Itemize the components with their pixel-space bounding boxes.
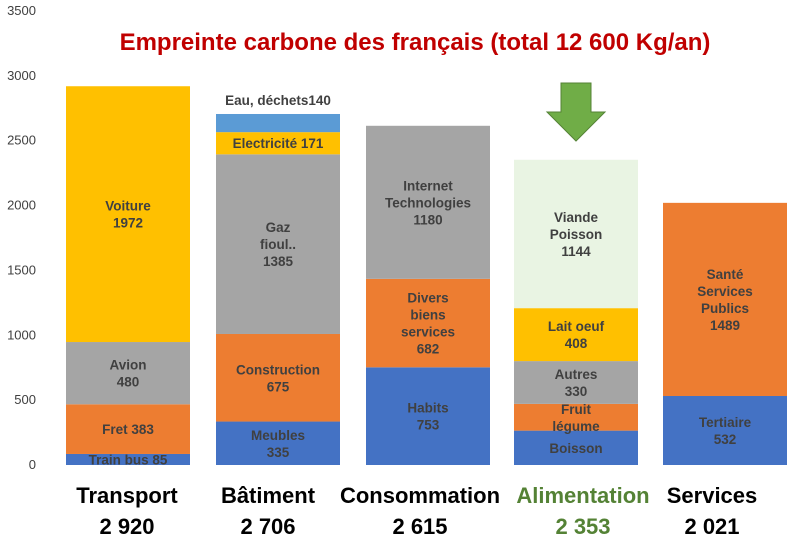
y-tick-label: 1500 [7,262,36,277]
bar-segment-gaz [216,154,340,334]
segment-label: Fret 383 [102,422,154,437]
bar-segment-divers [366,278,490,368]
category-total-transport: 2 920 [99,514,154,539]
bar-segment-eau-dechets140 [216,113,340,133]
bar-segment-construction [216,333,340,422]
bar-segment-tertiaire [663,395,787,465]
category-total-consommation: 2 615 [392,514,447,539]
y-axis: 0 500 1000 1500 2000 2500 3000 3500 [7,3,36,472]
category-total-alimentation: 2 353 [555,514,610,539]
category-label-batiment: Bâtiment [221,483,316,508]
category-label-consommation: Consommation [340,483,500,508]
y-tick-label: 3500 [7,3,36,18]
category-label-transport: Transport [76,483,178,508]
segment-label: Boisson [549,441,602,456]
y-tick-label: 1000 [7,327,36,342]
category-total-batiment: 2 706 [240,514,295,539]
bar-segment-avion [66,342,190,405]
bar-segment-electricite-171 [216,132,340,155]
bar-segment-viande [514,159,638,309]
category-total-services: 2 021 [684,514,739,539]
bar-segment-train-bus-85 [66,453,190,465]
bar-segment-fret-383 [66,404,190,454]
segment-label: Electricité 171 [233,136,324,151]
y-tick-label: 2500 [7,133,36,148]
y-tick-label: 3000 [7,68,36,83]
bar-segment-lait-oeuf [514,308,638,362]
bar-segment-autres [514,361,638,404]
chart-title: Empreinte carbone des français (total 12… [120,29,711,56]
annotation-layer [545,82,607,142]
bar-segment-habits [366,367,490,465]
y-tick-label: 2000 [7,198,36,213]
category-labels: Transport 2 920 Bâtiment 2 706 Consommation 2… [76,483,757,539]
bar-segment-sante [663,202,787,396]
category-label-alimentation: Alimentation [516,483,649,508]
y-tick-label: 500 [14,392,36,407]
segment-label: Train bus 85 [89,452,168,467]
segment-label: Eau, déchets140 [225,93,331,108]
bar-segment-meubles [216,421,340,465]
down-arrow-icon [545,82,607,142]
bar-segment-boisson [514,430,638,465]
bar-segment-internet [366,125,490,279]
category-label-services: Services [667,483,758,508]
bar-segment-voiture [66,86,190,343]
bar-segment-fruit [514,403,638,431]
y-tick-label: 0 [29,457,36,472]
